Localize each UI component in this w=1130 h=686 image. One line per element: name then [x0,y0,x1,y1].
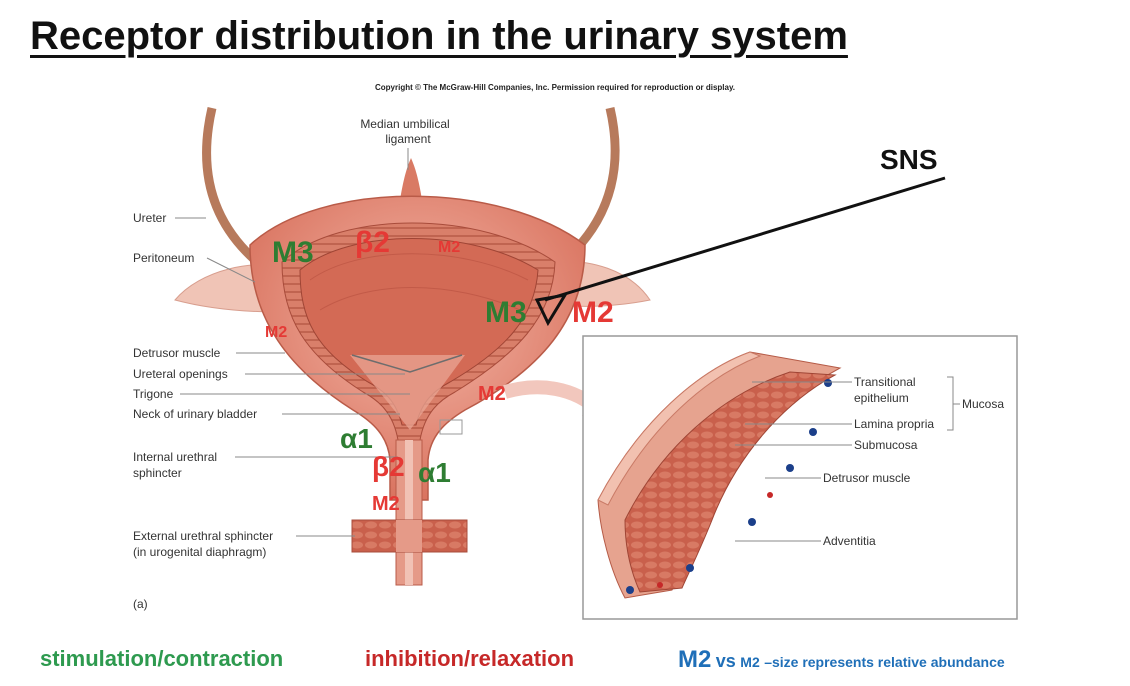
copyright-notice: Copyright © The McGraw-Hill Companies, I… [375,83,736,92]
receptor-m2-urethra: M2 [372,493,400,515]
receptor-m2-top: M2 [438,239,460,256]
label-internal-sphincter-2: sphincter [133,466,182,480]
receptor-b2-top: β2 [355,226,390,259]
label-external-sphincter-2: (in urogenital diaphragm) [133,545,266,559]
label-internal-sphincter: Internal urethral [133,450,217,464]
sns-label: SNS [880,144,938,175]
legend-m2-small: M2 [740,654,760,670]
label-detrusor: Detrusor muscle [133,346,221,360]
umbilical-ligament [400,158,422,200]
sns-nerve-line [544,176,946,302]
inset-epithelium [597,351,762,506]
label-lamina: Lamina propria [854,417,934,431]
legend-note: –size represents relative abundance [764,654,1005,670]
label-neck: Neck of urinary bladder [133,407,257,421]
page-title: Receptor distribution in the urinary sys… [30,14,848,58]
receptor-m2-right: M2 [572,296,614,329]
label-transitional-2: epithelium [854,391,909,405]
receptor-a1-right: α1 [418,457,451,488]
label-peritoneum: Peritoneum [133,251,194,265]
legend-abundance: M2 vs M2 –size represents relative abund… [678,646,1005,674]
receptor-a1-left: α1 [340,423,373,454]
receptor-b2-urethra: β2 [372,451,405,482]
receptor-m2-neck: M2 [478,383,506,405]
label-ureter: Ureter [133,211,166,225]
label-detrusor-inset: Detrusor muscle [823,471,911,485]
label-external-sphincter: External urethral sphincter [133,529,273,543]
receptor-m3-right: M3 [485,296,527,329]
receptor-m2-left: M2 [265,324,287,341]
legend-m2-big: M2 [678,646,712,673]
bladder-lumen [299,238,539,426]
left-ureter [202,106,259,264]
label-trigone: Trigone [133,387,174,401]
label-mucosa: Mucosa [962,397,1004,411]
label-median-umbilical: Median umbilical [360,117,449,131]
figure-letter: (a) [133,597,148,611]
label-ureteral-openings: Ureteral openings [133,367,228,381]
legend-vs: vs [715,651,736,671]
label-ligament: ligament [385,132,431,146]
label-transitional: Transitional [854,375,916,389]
sns-terminal [534,292,569,327]
receptor-m3-top: M3 [272,236,314,269]
legend-inhibition: inhibition/relaxation [365,646,575,671]
label-submucosa: Submucosa [854,438,918,452]
inset-wall-muscle [624,371,837,593]
label-adventitia: Adventitia [823,534,876,548]
legend-stimulation: stimulation/contraction [40,646,284,671]
